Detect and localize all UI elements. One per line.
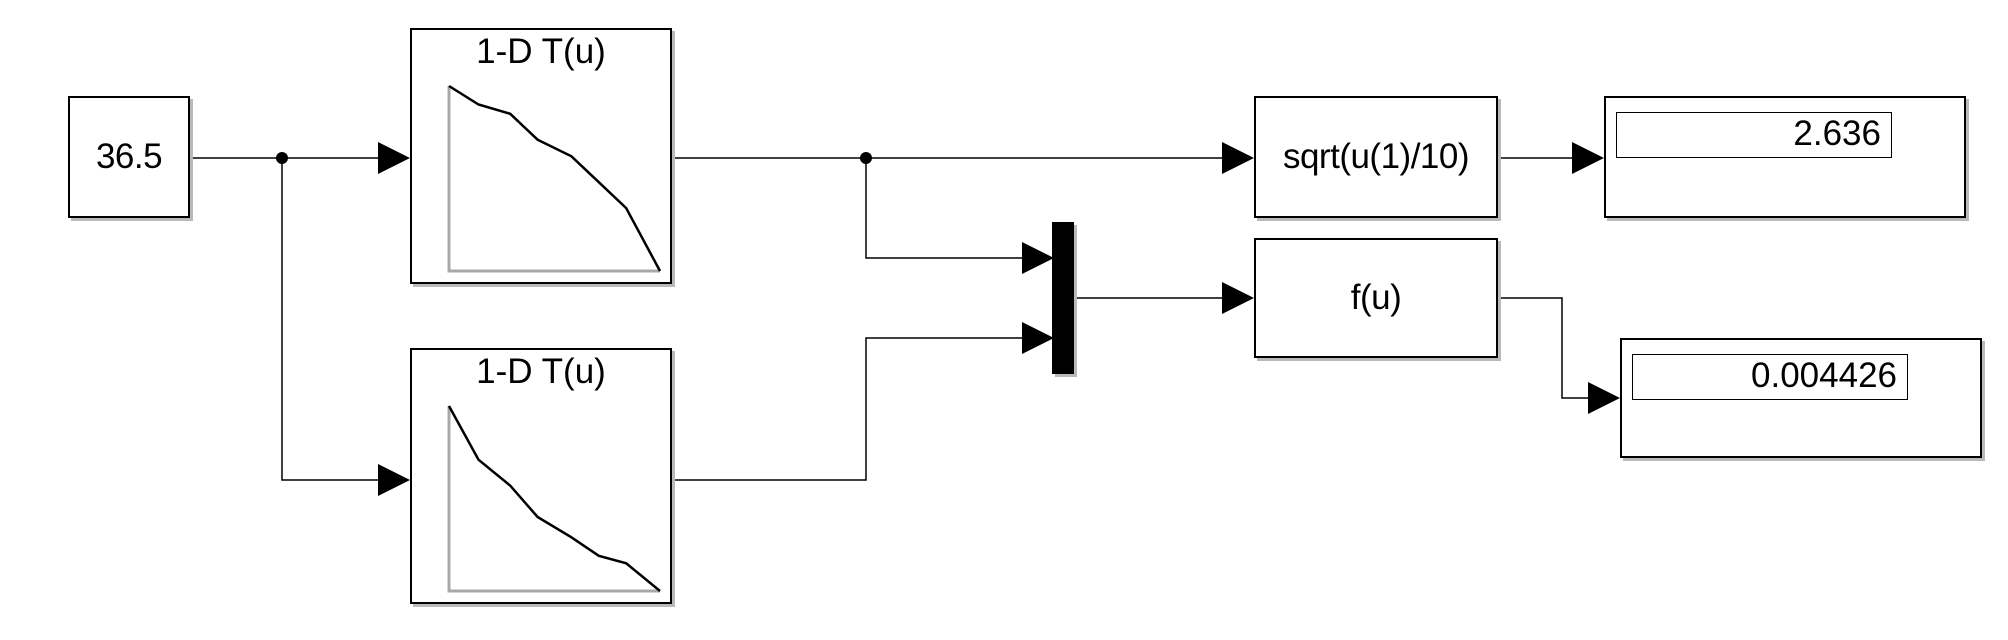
lookup-table-title: 1-D T(u) [476,32,606,71]
display-value: 2.636 [1616,112,1892,158]
fcn-expression: f(u) [1350,278,1402,317]
signal-line-lower-lut-to-mux[interactable] [672,337,1022,481]
lookup-table-curve-icon [447,405,661,593]
lookup-table-axes [447,86,660,273]
lookup-table-block-lower[interactable]: 1-D T(u) [410,348,672,604]
branch-point-dot [860,152,872,164]
lookup-table-block-upper[interactable]: 1-D T(u) [410,28,672,284]
lookup-table-curve [448,84,662,272]
constant-value: 36.5 [95,137,163,176]
arrowhead-icon [378,464,410,496]
signal-line-fu-to-display[interactable] [1498,297,1592,399]
arrowhead-icon [1022,242,1054,274]
fcn-expression: sqrt(u(1)/10) [1282,137,1470,176]
lookup-table-axes [447,406,660,593]
signal-line-constant-to-lower-lut[interactable] [281,158,382,481]
arrowhead-icon [1222,142,1254,174]
arrowhead-icon [1222,282,1254,314]
mux-block[interactable] [1052,222,1074,374]
arrowhead-icon [1572,142,1604,174]
display-block-upper[interactable]: 2.636 [1604,96,1966,218]
signal-line-upper-lut-to-mux[interactable] [865,158,1022,259]
lookup-table-curve-icon [447,84,662,273]
constant-block[interactable]: 36.5 [68,96,190,218]
display-value: 0.004426 [1632,354,1908,400]
fcn-block-fu[interactable]: f(u) [1254,238,1498,358]
arrowhead-icon [378,142,410,174]
branch-point-dot [276,152,288,164]
lookup-table-curve [447,405,661,592]
arrowhead-icon [1022,322,1054,354]
fcn-block-sqrt[interactable]: sqrt(u(1)/10) [1254,96,1498,218]
lookup-table-title: 1-D T(u) [476,352,606,391]
arrowhead-icon [1588,382,1620,414]
display-block-lower[interactable]: 0.004426 [1620,338,1982,458]
